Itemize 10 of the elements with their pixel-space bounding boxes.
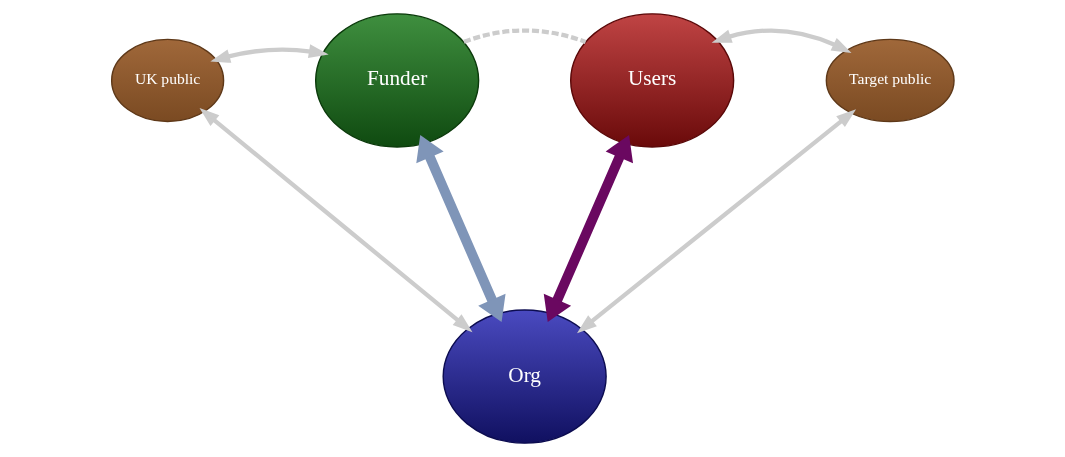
node-ellipse: Org <box>442 309 607 444</box>
arrow <box>543 135 633 323</box>
node-ellipse: UK public <box>110 38 224 123</box>
arrow <box>415 135 506 323</box>
arrow <box>209 44 329 63</box>
arrow <box>199 108 472 333</box>
arrow <box>576 109 856 334</box>
connector <box>462 28 586 44</box>
node-ellipse: Funder <box>314 13 479 148</box>
arrow <box>711 28 851 53</box>
